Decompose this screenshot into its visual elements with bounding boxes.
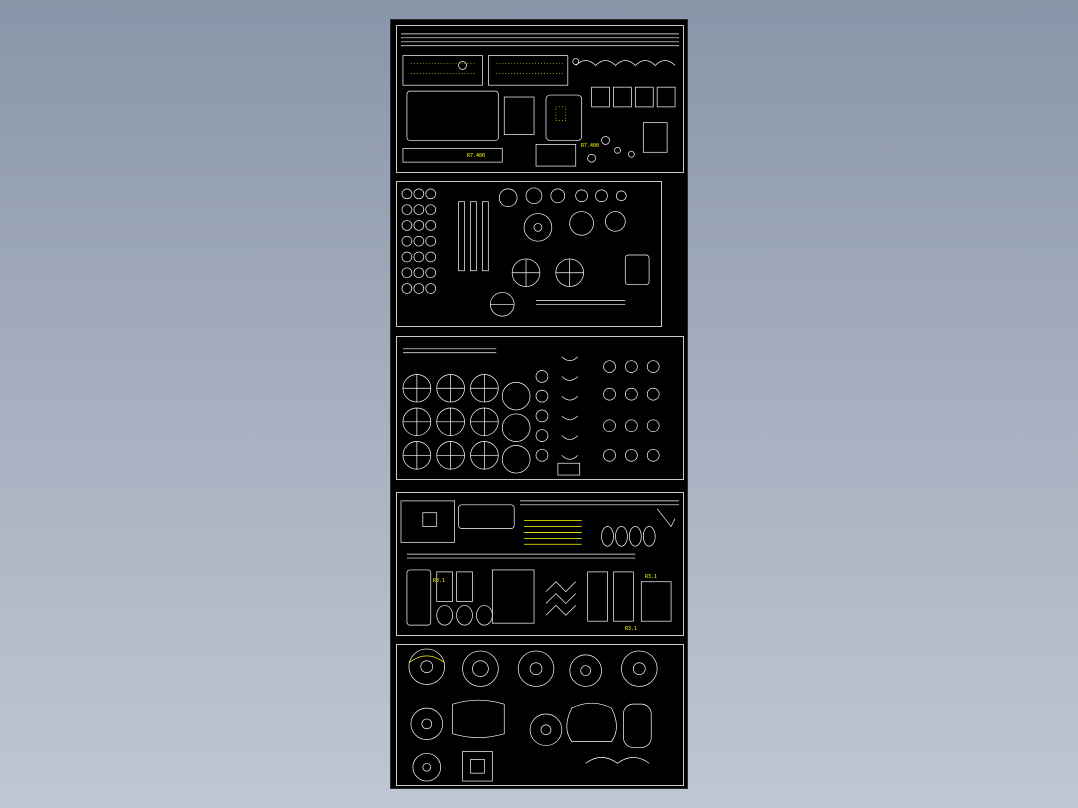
cad-drawing-sheet[interactable]: R7.400 R7.400 <box>390 19 688 789</box>
panel-4-annotation-c: R3.1 <box>625 626 638 632</box>
drawing-panel-2[interactable] <box>396 181 662 327</box>
drawing-panel-5[interactable] <box>396 644 684 786</box>
panel-1-annotation-b: R7.400 <box>581 143 600 149</box>
drawing-panel-3[interactable] <box>396 336 684 480</box>
panel-1-annotation-a: R7.400 <box>467 153 486 159</box>
drawing-panel-1[interactable]: R7.400 R7.400 <box>396 25 684 173</box>
panel-2-linework <box>401 187 650 317</box>
panel-4-annotation-a: R3.1 <box>433 578 446 584</box>
panel-3-linework <box>402 348 660 476</box>
panel-1-linework <box>400 33 680 167</box>
panel-5-linework <box>408 648 658 782</box>
panel-4-annotation-b: R3.1 <box>645 574 658 580</box>
drawing-panel-4[interactable]: R3.1 R3.1 R3.1 <box>396 492 684 636</box>
panel-4-linework <box>400 500 680 626</box>
